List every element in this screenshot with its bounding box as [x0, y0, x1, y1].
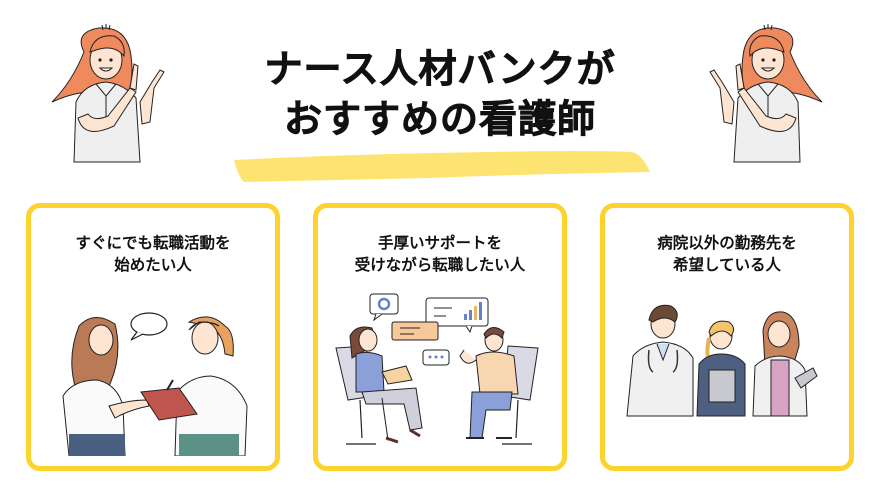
nurse-pointing-illustration-right [709, 24, 823, 163]
card-title-line-1: 手厚いサポートを [377, 234, 502, 252]
title-line-1: ナース人材バンクが [264, 47, 616, 92]
two-women-discussing-illustration [62, 312, 248, 456]
card-title: すぐにでも転職活動を 始めたい人 [31, 232, 275, 276]
card-title: 手厚いサポートを 受けながら転職したい人 [318, 232, 562, 276]
title-line-2: おすすめの看護師 [283, 97, 596, 142]
card-title-line-2: 受けながら転職したい人 [354, 256, 526, 274]
consultation-meeting-illustration [335, 293, 539, 445]
nurse-pointing-illustration-left [51, 24, 165, 163]
recommendation-card-non-hospital: 病院以外の勤務先を 希望している人 [600, 203, 854, 471]
card-title-line-1: すぐにでも転職活動を [75, 234, 231, 252]
title-highlight-brush [234, 151, 650, 182]
card-title-line-1: 病院以外の勤務先を [657, 234, 797, 252]
recommendation-card-start-quickly: すぐにでも転職活動を 始めたい人 [26, 203, 280, 471]
card-title-line-2: 希望している人 [672, 256, 782, 274]
medical-staff-group-illustration [626, 304, 818, 417]
card-title-line-2: 始めたい人 [114, 256, 192, 274]
recommendation-card-support: 手厚いサポートを 受けながら転職したい人 [313, 203, 567, 471]
page-title: ナース人材バンクが おすすめの看護師 [220, 44, 660, 144]
card-title: 病院以外の勤務先を 希望している人 [605, 232, 849, 276]
